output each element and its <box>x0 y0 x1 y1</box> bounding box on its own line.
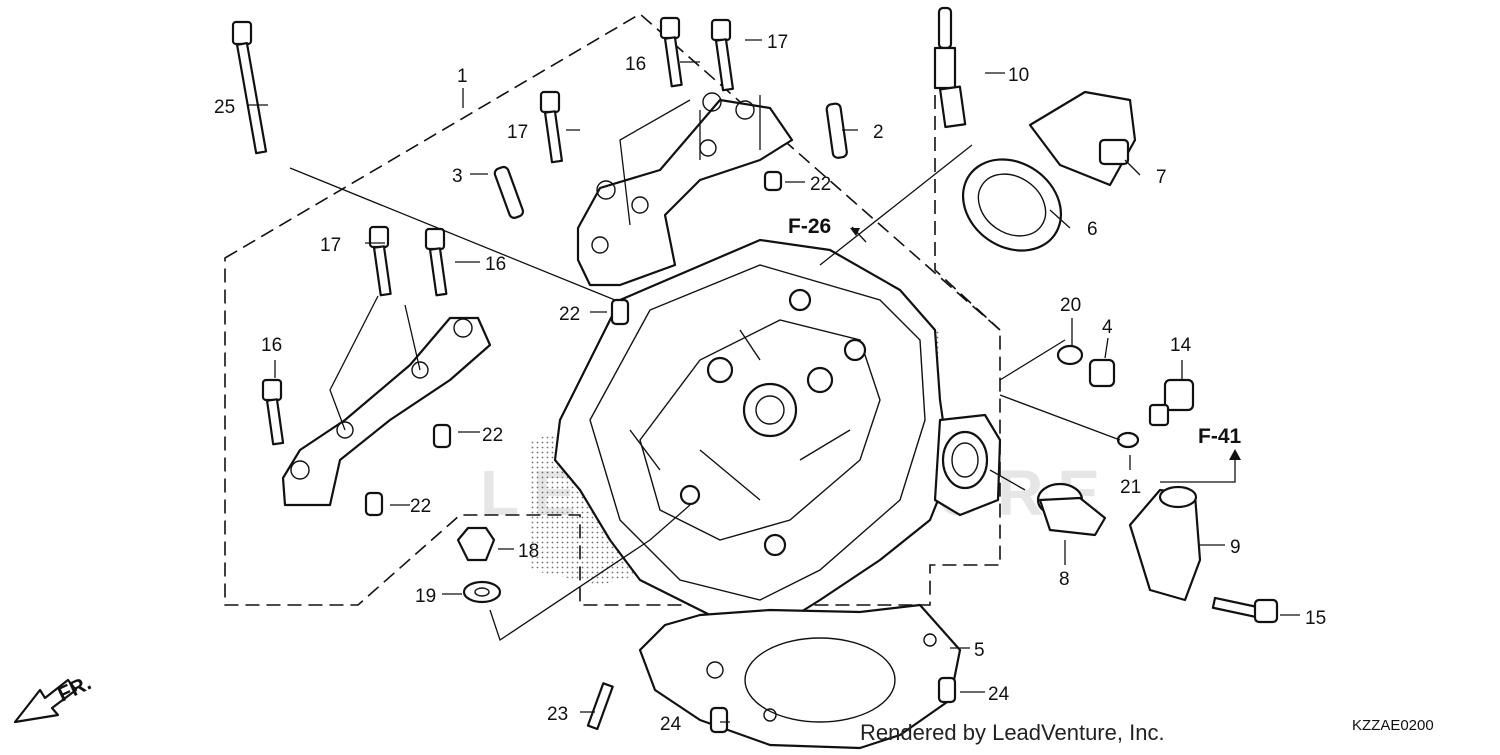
callout-16-mid: 16 <box>485 254 506 275</box>
callout-24-left: 24 <box>660 714 682 735</box>
callout-22-c: 22 <box>482 425 503 446</box>
callout-17-mid: 17 <box>507 122 528 143</box>
callout-8: 8 <box>1059 569 1070 590</box>
dowel-pins <box>364 102 957 734</box>
callout-7: 7 <box>1156 167 1167 188</box>
callout-17-top: 17 <box>767 32 788 53</box>
callout-2: 2 <box>873 122 884 143</box>
nut-and-washer <box>456 526 502 604</box>
callout-23: 23 <box>547 704 568 725</box>
callout-16-top: 16 <box>625 54 646 75</box>
diagram-code: KZZAE0200 <box>1352 717 1434 734</box>
callout-21: 21 <box>1120 477 1141 498</box>
callout-14: 14 <box>1170 335 1192 356</box>
rendered-by-text: Rendered by LeadVenture, Inc. <box>860 720 1165 745</box>
callout-20: 20 <box>1060 295 1081 316</box>
cylinder-head <box>553 238 1002 637</box>
bolts <box>231 16 735 446</box>
insulator-and-band <box>961 90 1137 252</box>
callout-10: 10 <box>1008 65 1029 86</box>
callout-4: 4 <box>1102 317 1113 338</box>
camshaft-holder-lower <box>281 316 492 507</box>
callout-25: 25 <box>214 97 235 118</box>
thermostat <box>1036 482 1107 537</box>
callout-22-b: 22 <box>559 304 580 325</box>
callout-19: 19 <box>415 586 436 607</box>
water-outlet <box>1128 485 1279 624</box>
camshaft-holder-upper <box>576 92 794 287</box>
callout-labels: 1 2 3 4 5 6 7 8 9 10 14 15 16 16 16 17 1… <box>214 32 1326 735</box>
callout-6: 6 <box>1087 219 1098 240</box>
assembly-outline-right <box>934 95 1001 331</box>
ref-f41-label: F-41 <box>1198 425 1242 448</box>
callout-24-right: 24 <box>988 684 1010 705</box>
callout-5: 5 <box>974 640 985 661</box>
front-direction-arrow: FR. <box>13 671 95 724</box>
leader-lines <box>247 39 1300 723</box>
callout-9: 9 <box>1230 537 1241 558</box>
callout-3: 3 <box>452 166 463 187</box>
sensor-parts <box>1056 344 1195 449</box>
callout-18: 18 <box>518 541 539 562</box>
callout-15: 15 <box>1305 608 1326 629</box>
ref-f41: F-41 <box>1160 425 1242 483</box>
callout-22-d: 22 <box>410 496 431 517</box>
callout-22-a: 22 <box>810 174 831 195</box>
ref-f26-label: F-26 <box>788 215 831 238</box>
callout-1: 1 <box>457 66 468 87</box>
spark-plug <box>933 6 967 129</box>
callout-17-left: 17 <box>320 235 341 256</box>
callout-16-left: 16 <box>261 335 282 356</box>
